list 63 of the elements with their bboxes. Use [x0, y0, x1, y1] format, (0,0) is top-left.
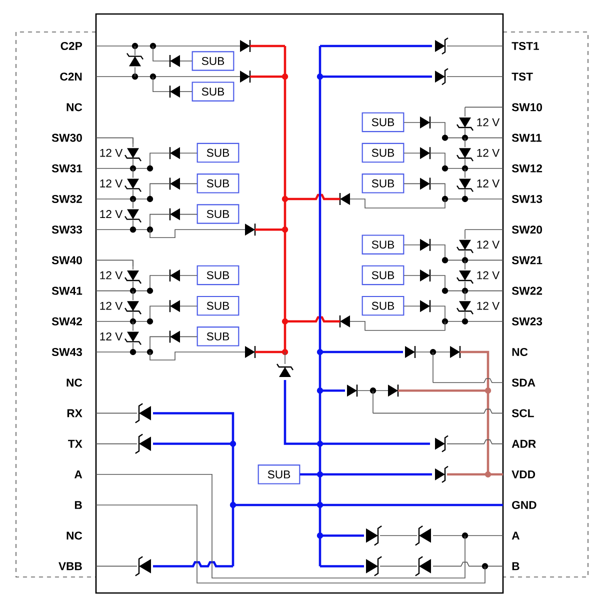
pin-label: SW12: [512, 164, 542, 172]
pin-label: NC: [66, 103, 82, 112]
voltage-label: 12 V: [477, 271, 500, 280]
pin-label: SW33: [52, 226, 82, 234]
sub-box: SUB: [192, 82, 234, 102]
pin-label: TST: [512, 72, 533, 81]
sub-box: SUB: [362, 174, 404, 194]
pin-label: A: [512, 532, 520, 540]
voltage-label: 12 V: [100, 210, 123, 218]
sub-box: SUB: [196, 204, 240, 224]
pin-label: SW31: [52, 164, 82, 172]
pin-label: SW40: [52, 256, 82, 264]
pin-label: TX: [68, 440, 82, 448]
sub-box: SUB: [362, 296, 404, 316]
sub-box: SUB: [196, 142, 240, 163]
pin-label: SW32: [52, 195, 82, 204]
voltage-label: 12 V: [477, 118, 500, 126]
pin-label: SW20: [512, 226, 542, 234]
voltage-label: 12 V: [477, 148, 500, 157]
voltage-label: 12 V: [100, 302, 123, 310]
sub-box: SUB: [196, 174, 240, 194]
pin-label: SW10: [512, 103, 542, 112]
voltage-label: 12 V: [477, 240, 500, 249]
pin-label: NC: [66, 532, 82, 540]
pin-label: B: [74, 501, 82, 509]
pin-label: SW23: [512, 317, 542, 326]
pin-label: SW22: [512, 286, 542, 295]
pin-label: SCL: [512, 409, 534, 418]
pin-label: NC: [66, 378, 82, 387]
sub-box: SUB: [362, 112, 404, 132]
pin-label: ADR: [512, 440, 536, 448]
pin-label: C2P: [60, 42, 82, 50]
sub-box: SUB: [196, 296, 240, 316]
sub-box: SUB: [196, 265, 240, 286]
pin-label: C2N: [60, 72, 82, 81]
voltage-label: 12 V: [100, 271, 123, 280]
pin-label: SW13: [512, 195, 542, 204]
pin-label: SW41: [52, 286, 82, 295]
pin-label: GND: [512, 501, 536, 509]
pin-label: SW42: [52, 317, 82, 326]
sub-box: SUB: [192, 51, 234, 71]
pin-label: SW43: [52, 348, 82, 356]
sub-box: SUB: [196, 326, 240, 346]
pin-label: A: [74, 470, 82, 478]
pin-label: VDD: [512, 470, 536, 478]
pin-label: SDA: [512, 378, 536, 387]
sub-box: SUB: [362, 142, 404, 163]
pin-label: RX: [67, 409, 82, 418]
sub-box: SUB: [258, 464, 300, 484]
voltage-label: 12 V: [100, 332, 123, 340]
pin-label: B: [512, 562, 520, 570]
voltage-label: 12 V: [477, 179, 500, 188]
pin-label: NC: [512, 348, 528, 356]
pin-label: VBB: [58, 562, 82, 570]
pin-label: SW21: [512, 256, 542, 264]
voltage-label: 12 V: [477, 302, 500, 310]
pin-label: TST1: [512, 42, 539, 50]
pin-label: SW11: [512, 134, 542, 142]
sub-box: SUB: [362, 234, 404, 254]
voltage-label: 12 V: [100, 179, 123, 188]
sub-box: SUB: [362, 265, 404, 286]
pin-label: SW30: [52, 134, 82, 142]
voltage-label: 12 V: [100, 148, 123, 157]
